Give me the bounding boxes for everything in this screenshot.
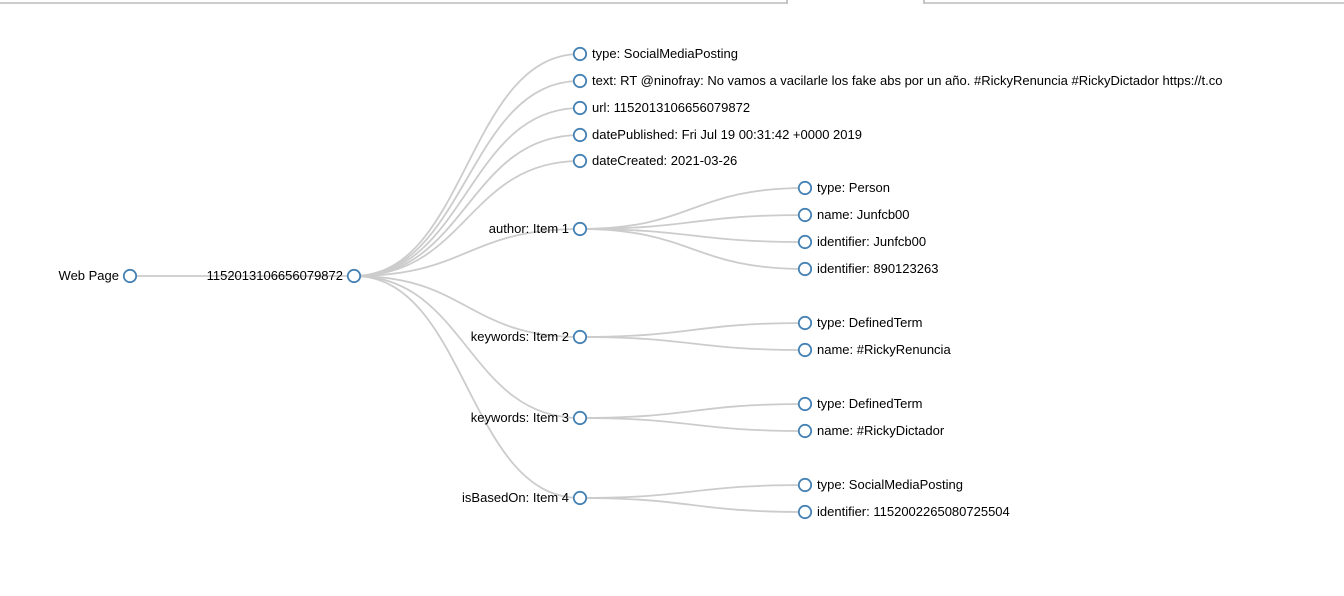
tree-node-label: keywords: Item 2: [471, 329, 569, 344]
tree-node-circle[interactable]: [572, 153, 588, 169]
tree-node-circle[interactable]: [797, 261, 813, 277]
tree-node-circle[interactable]: [797, 207, 813, 223]
tree-node-circle[interactable]: [797, 342, 813, 358]
tree-node-label: dateCreated: 2021-03-26: [592, 153, 737, 168]
tree-node-circle[interactable]: [797, 396, 813, 412]
tree-node-label: type: DefinedTerm: [817, 396, 923, 411]
tree-node-circle[interactable]: [572, 221, 588, 237]
tree-link: [579, 497, 806, 513]
tree-link: [353, 134, 581, 277]
tree-link: [353, 275, 581, 499]
tree-node-label: text: RT @ninofray: No vamos a vacilarle…: [592, 73, 1223, 88]
tree-node-label: name: #RickyRenuncia: [817, 342, 951, 357]
tree-node-circle[interactable]: [572, 490, 588, 506]
tree-link: [579, 484, 806, 499]
tree-node-label: keywords: Item 3: [471, 410, 569, 425]
tree-link: [579, 322, 806, 338]
tree-node-circle[interactable]: [797, 504, 813, 520]
tree-link: [579, 228, 806, 243]
tree-node-circle[interactable]: [797, 234, 813, 250]
tree-node-label: identifier: 890123263: [817, 261, 938, 276]
tree-node-circle[interactable]: [572, 410, 588, 426]
tree-node-circle[interactable]: [572, 329, 588, 345]
tree-link: [353, 80, 581, 277]
tree-node-label: type: SocialMediaPosting: [592, 46, 738, 61]
tree-link: [579, 336, 806, 351]
tree-node-circle[interactable]: [572, 46, 588, 62]
tree-node-circle[interactable]: [572, 127, 588, 143]
tree-link: [353, 275, 581, 419]
tree-node-label: Web Page: [59, 268, 119, 283]
tree-node-label: author: Item 1: [489, 221, 569, 236]
tree-node-circle[interactable]: [797, 477, 813, 493]
tree-node-label: name: Junfcb00: [817, 207, 910, 222]
tab-bar-bottom-border: [0, 2, 1344, 4]
tree-node-label: datePublished: Fri Jul 19 00:31:42 +0000…: [592, 127, 862, 142]
tree-node-label: 1152013106656079872: [207, 268, 343, 283]
tree-node-label: identifier: 1152002265080725504: [817, 504, 1010, 519]
tree-node-label: isBasedOn: Item 4: [462, 490, 569, 505]
tree-node-label: identifier: Junfcb00: [817, 234, 926, 249]
tree-node-label: name: #RickyDictador: [817, 423, 945, 438]
tree-link: [579, 187, 806, 230]
active-tab[interactable]: [786, 0, 925, 4]
tree-node-circle[interactable]: [797, 315, 813, 331]
tree-node-circle[interactable]: [797, 180, 813, 196]
tree-link: [579, 228, 806, 270]
tree-node-label: type: DefinedTerm: [817, 315, 923, 330]
tree-node-circle[interactable]: [572, 73, 588, 89]
tree-link: [353, 53, 581, 277]
tree-node-circle[interactable]: [572, 100, 588, 116]
tree-link: [579, 403, 806, 419]
tree-link: [353, 160, 581, 277]
tree-link: [579, 214, 806, 230]
tree-node-circle[interactable]: [122, 268, 138, 284]
tree-node-label: type: Person: [817, 180, 890, 195]
tree-link: [353, 107, 581, 277]
tree-link: [353, 228, 581, 277]
tree-link: [353, 275, 581, 338]
tree-node-circle[interactable]: [346, 268, 362, 284]
tree-node-label: type: SocialMediaPosting: [817, 477, 963, 492]
tree-node-label: url: 1152013106656079872: [592, 100, 750, 115]
tree-link: [579, 417, 806, 432]
tree-node-circle[interactable]: [797, 423, 813, 439]
